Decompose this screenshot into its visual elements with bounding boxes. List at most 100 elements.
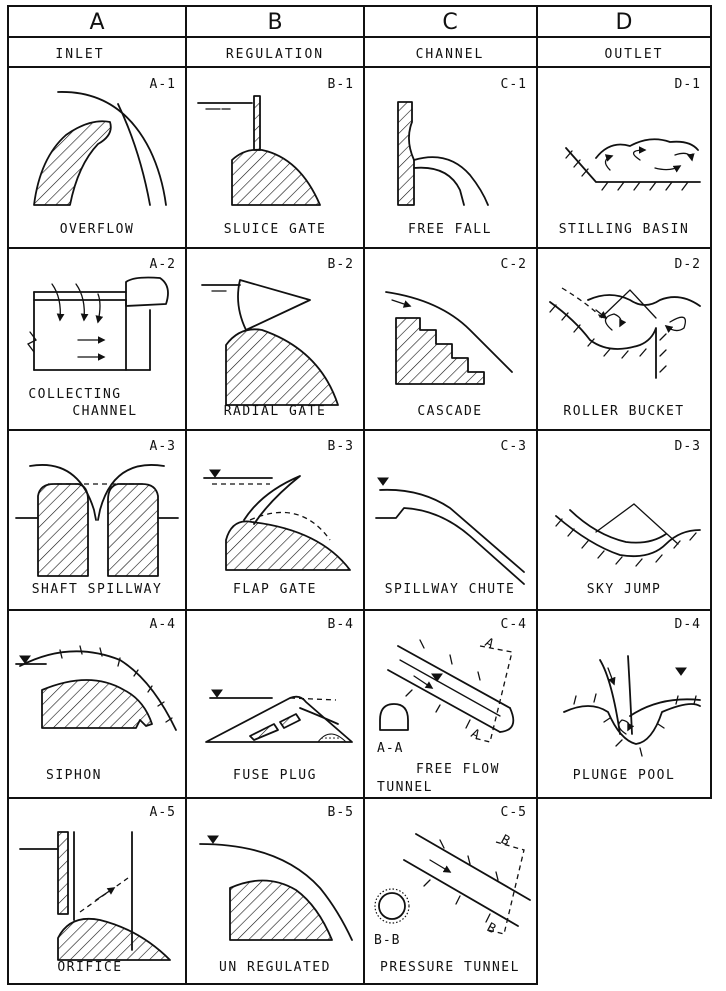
cell-id: A-5 [150, 805, 176, 820]
cell-id: B-4 [328, 617, 354, 632]
cell-a5-orifice: A-5 ORIFICE [19, 805, 176, 975]
column-c-letter: C [442, 10, 457, 35]
cell-c2-cascade: C-2 CASCADE [385, 257, 527, 419]
section-mark-bottom: B [484, 920, 499, 937]
section-mark-bottom: A [468, 726, 483, 743]
flap-gate-crest-drawing [225, 520, 351, 571]
cell-label: SLUICE GATE [224, 222, 327, 237]
cell-label: ROLLER BUCKET [563, 404, 684, 419]
cascade-water-surface [385, 291, 513, 373]
cell-id: A-3 [150, 439, 176, 454]
cell-label: STILLING BASIN [559, 222, 690, 237]
flap-gate-leaf [243, 475, 301, 525]
orifice-gate-wall [57, 831, 69, 915]
sluice-crest-drawing [231, 148, 321, 206]
cell-label: FREE FALL [408, 222, 492, 237]
plunge-jet-right [627, 655, 633, 735]
overflow-nappe-line [57, 91, 167, 206]
cell-label: ORIFICE [57, 960, 122, 975]
cell-id: D-2 [675, 257, 701, 272]
roller-bucket-profile [549, 301, 657, 379]
section-label: B-B [374, 933, 400, 948]
free-fall-nappe [413, 156, 489, 206]
cell-b1-sluice-gate: B-1 SLUICE GATE [197, 77, 354, 237]
cell-label-line-1: FREE FLOW [416, 762, 500, 777]
chute-water-surface [379, 488, 525, 573]
cell-c3-spillway-chute: C-3 SPILLWAY CHUTE [375, 439, 527, 597]
cell-id: B-5 [328, 805, 354, 820]
column-headers: A B C D INLET REGULATION CHANNEL OUTLET [55, 10, 661, 62]
pressure-tunnel-invert [403, 859, 519, 927]
cell-label-line-2: CHANNEL [72, 404, 137, 419]
cell-id: B-3 [328, 439, 354, 454]
pressure-section-ring [374, 888, 410, 924]
tunnel-invert [387, 669, 501, 733]
cell-id: B-1 [328, 77, 354, 92]
cell-label: UN REGULATED [219, 960, 331, 975]
cell-a3-shaft-spillway: A-3 SHAFT SPILLWAY [15, 439, 179, 597]
radial-gate-crest-drawing [225, 328, 339, 406]
cell-b2-radial-gate: B-2 RADIAL GATE [201, 257, 354, 419]
column-a-letter: A [89, 10, 104, 35]
cascade-steps-drawing [395, 317, 485, 385]
sky-jump-bucket [555, 515, 701, 558]
cell-id: A-1 [150, 77, 176, 92]
cell-d1-stilling-basin: D-1 STILLING BASIN [559, 77, 701, 237]
sluice-gate-leaf [253, 95, 261, 151]
free-fall-wall-drawing [397, 101, 415, 206]
pressure-tunnel-crown [415, 833, 531, 901]
cell-id: C-4 [501, 617, 527, 632]
section-mark-top: A [482, 635, 497, 652]
column-a-title: INLET [55, 47, 104, 62]
table-grid [7, 5, 712, 985]
stilling-basin-floor [565, 147, 701, 183]
cell-id: C-1 [501, 77, 527, 92]
cell-label: FLAP GATE [233, 582, 317, 597]
cell-label: SIPHON [46, 768, 102, 783]
cell-label: OVERFLOW [60, 222, 135, 237]
plunge-jet-left [599, 659, 621, 735]
siphon-crest-drawing [41, 679, 153, 729]
cell-id: B-2 [328, 257, 354, 272]
cell-b3-flap-gate: B-3 FLAP GATE [203, 439, 354, 597]
tunnel-crown [397, 645, 511, 709]
orifice-crest-drawing [57, 917, 171, 961]
chute-floor [375, 507, 525, 585]
cell-label: RADIAL GATE [224, 404, 327, 419]
overflow-crest-drawing [33, 120, 112, 206]
cell-c1-free-fall: C-1 FREE FALL [397, 77, 527, 237]
stilling-basin-surface [595, 138, 699, 159]
cell-d4-plunge-pool: D-4 PLUNGE POOL [563, 617, 701, 783]
cell-id: C-2 [501, 257, 527, 272]
cell-label: PRESSURE TUNNEL [380, 960, 520, 975]
cell-b4-fuse-plug: B-4 FUSE PLUG [205, 617, 354, 783]
cell-label: PLUNGE POOL [573, 768, 676, 783]
cell-label-line-1: COLLECTING [28, 387, 121, 402]
cell-label: CASCADE [417, 404, 482, 419]
cell-a1-overflow: A-1 OVERFLOW [33, 77, 176, 237]
column-b-title: REGULATION [226, 47, 324, 62]
plunge-pool-bed [563, 703, 701, 745]
cell-label-line-2: TUNNEL [377, 780, 433, 795]
tunnel-section-horseshoe [379, 703, 409, 731]
cell-c5-pressure-tunnel: C-5 B B B-B PRESSURE TUNNEL [374, 805, 531, 975]
column-b-letter: B [267, 10, 282, 35]
pressure-section-circle [378, 892, 406, 920]
fuse-plug-sand [316, 733, 348, 743]
cell-d3-sky-jump: D-3 SKY JUMP [555, 439, 701, 597]
shaft-left-pier [37, 483, 89, 577]
section-label: A-A [377, 741, 403, 756]
cell-a4-siphon: A-4 SIPHON [15, 617, 177, 783]
unregulated-surface [199, 843, 353, 941]
column-c-title: CHANNEL [416, 47, 485, 62]
cell-id: D-3 [675, 439, 701, 454]
cell-id: C-3 [501, 439, 527, 454]
cell-label: SPILLWAY CHUTE [385, 582, 516, 597]
cell-id: D-4 [675, 617, 701, 632]
cell-d2-roller-bucket: D-2 ROLLER BUCKET [549, 257, 701, 419]
unregulated-crest-drawing [229, 879, 333, 941]
cell-id: D-1 [675, 77, 701, 92]
roller-bucket-surface [587, 294, 701, 307]
cell-label: SHAFT SPILLWAY [32, 582, 163, 597]
